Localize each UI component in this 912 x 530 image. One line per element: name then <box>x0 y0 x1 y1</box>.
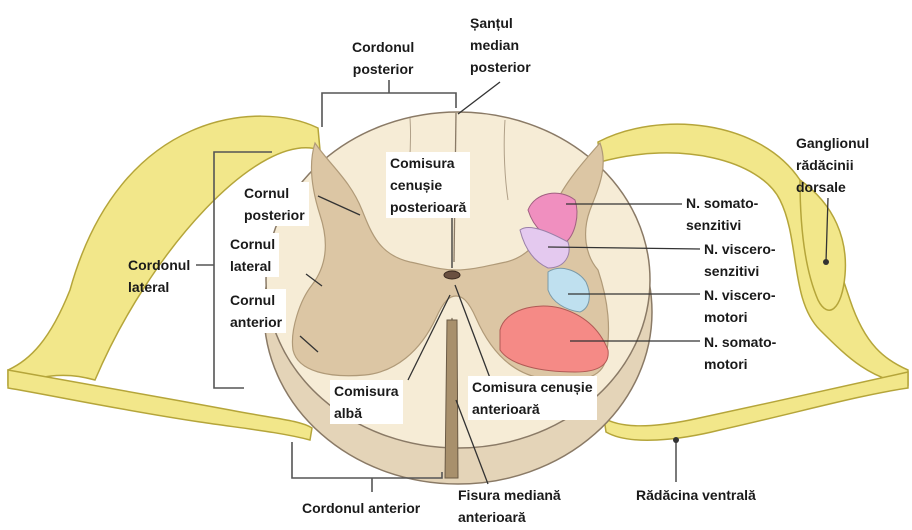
dorsal-root-ganglion <box>799 178 847 311</box>
label-radacina-ventrala: Rădăcina ventrală <box>636 487 756 503</box>
ganglion-dot <box>823 259 829 265</box>
label-comisura-alba: Comisura albă <box>330 380 403 424</box>
label-n-somato-motori: N. somato- motori <box>704 334 777 372</box>
label-santul-median-posterior: Șanțul median posterior <box>470 15 531 75</box>
label-comisura-cenusie-posterioara: Comisura cenușie posterioară <box>386 152 471 218</box>
bracket-cordon-anterior <box>291 442 443 479</box>
label-n-viscero-motori: N. viscero- motori <box>704 287 776 325</box>
fissure-groove <box>444 319 459 479</box>
label-n-somato-senzitivi: N. somato- senzitivi <box>686 195 759 233</box>
central-canal <box>443 270 461 280</box>
leader-viscero-senzitivi <box>547 246 701 250</box>
label-cordonul-anterior: Cordonul anterior <box>302 500 421 516</box>
label-cornul-anterior: Cornul anterior <box>226 289 287 333</box>
label-cornul-lateral: Cornul lateral <box>226 233 280 277</box>
dorsal-groove-right <box>503 119 509 201</box>
bracket-cordon-lateral <box>213 151 272 389</box>
label-cordonul-lateral: Cordonul lateral <box>128 257 191 295</box>
leader-cornul-anterior <box>299 335 319 353</box>
left-ventral-root <box>7 369 313 441</box>
right-ventral-root <box>603 371 909 441</box>
leader-cornul-posterior <box>317 195 361 216</box>
leader-cornul-lateral <box>305 273 323 287</box>
label-cornul-posterior: Cornul posterior <box>240 182 309 226</box>
leader-comisura-cen-ant <box>454 284 491 379</box>
radacina-ventrala-dot <box>673 437 679 443</box>
leader-sant <box>457 81 501 115</box>
label-fisura-mediana-anterioara: Fisura mediană anterioară <box>458 487 561 525</box>
label-n-viscero-senzitivi: N. viscero- senzitivi <box>704 241 776 279</box>
leader-comisura-alba <box>407 294 451 381</box>
label-comisura-cenusie-anterioara: Comisura cenușie anterioară <box>468 376 597 420</box>
leader-fisura <box>455 399 489 485</box>
label-ganglionul-radacinii-dorsale: Ganglionul rădăcinii dorsale <box>796 135 870 195</box>
leader-ganglion <box>825 197 829 263</box>
viscero-senzitivi-nucleus <box>519 227 570 269</box>
label-cordonul-posterior: Cordonul posterior <box>352 39 415 77</box>
somato-motori-nucleus <box>499 305 609 373</box>
viscero-motori-nucleus <box>547 267 590 313</box>
